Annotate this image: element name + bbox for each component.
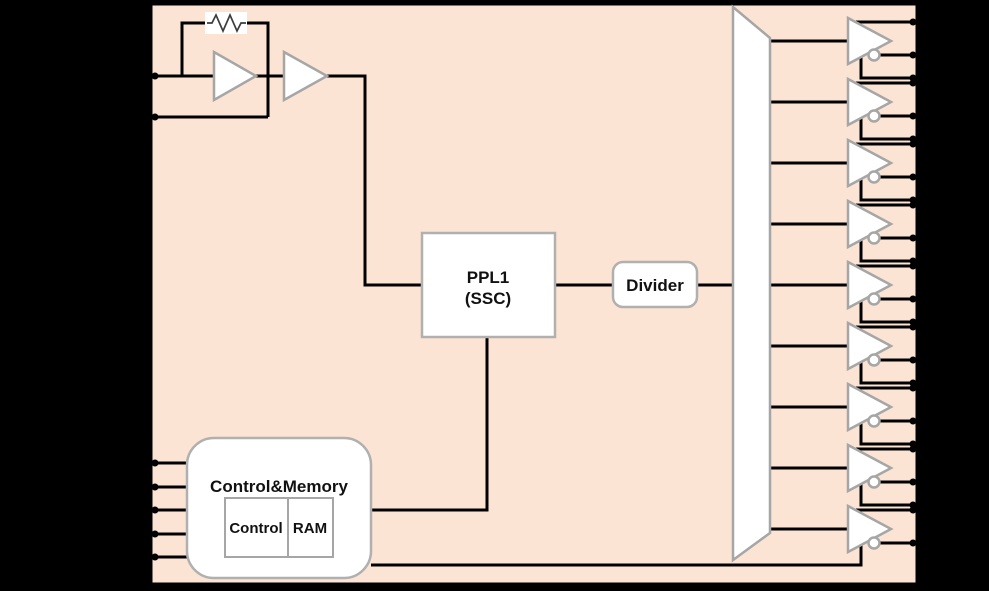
ram-label: RAM: [293, 520, 327, 537]
pin-dot: [909, 295, 917, 303]
control-memory-title: Control&Memory: [210, 477, 348, 496]
inverter-bubble-icon: [867, 536, 881, 550]
pll-box: [420, 231, 557, 339]
pin-dot: [151, 483, 159, 491]
divider-block: Divider: [611, 260, 699, 309]
feedback-to-control-wire: [371, 544, 863, 567]
inverter-bubble-icon: [867, 414, 881, 428]
buffer-out-bottom-wire: [859, 300, 913, 324]
ram-box: [287, 497, 334, 558]
pin-dot: [909, 478, 917, 486]
inverter-bubble-icon: [867, 353, 881, 367]
buffer-out-bottom-wire: [859, 239, 913, 263]
clock-fanout-trapezoid-icon: [731, 4, 772, 563]
output-buffer-8: [770, 442, 917, 509]
pin-dot: [909, 135, 917, 143]
crystal-oscillator: [151, 12, 422, 287]
control-label: Control: [229, 520, 282, 537]
buffer-out-bottom-wire: [859, 178, 913, 202]
pin-dot: [909, 356, 917, 364]
pin-dot: [909, 445, 917, 453]
pin-dot: [909, 417, 917, 425]
buffer-out-bottom-wire: [859, 483, 913, 507]
pin-dot: [909, 501, 917, 509]
pin-dot: [909, 384, 917, 392]
inverter-bubble-icon: [867, 231, 881, 245]
pin-dot: [909, 112, 917, 120]
pin-dot: [151, 506, 159, 514]
pin-dot: [909, 318, 917, 326]
feedback-resistor-icon: [207, 12, 246, 34]
inverter-bubble-icon: [867, 109, 881, 123]
output-buffer-6: [770, 320, 917, 387]
output-buffer-5: [770, 259, 917, 326]
output-buffer-1: [770, 15, 917, 82]
output-buffer-bank: [371, 15, 917, 567]
inverter-bubble-icon: [867, 292, 881, 306]
pin-dot: [909, 262, 917, 270]
inverter-bubble-icon: [867, 475, 881, 489]
control-input-stubs: [151, 459, 188, 561]
divider-label: Divider: [626, 276, 684, 295]
pin-dot: [909, 234, 917, 242]
pin-dot: [909, 506, 917, 514]
buffer-out-bottom-wire: [859, 56, 913, 80]
inverter-bubble-icon: [867, 170, 881, 184]
output-buffer-2: [770, 76, 917, 143]
pin-dot: [909, 323, 917, 331]
oscillator-amp-icon: [212, 49, 259, 103]
pll-label-line2: (SSC): [465, 289, 511, 308]
pin-dot: [909, 196, 917, 204]
control-memory-block: Control&Memory Control RAM: [185, 436, 373, 580]
pin-dot: [909, 140, 917, 148]
pin-dot: [909, 379, 917, 387]
pin-dot: [151, 113, 159, 121]
control-box: [224, 497, 289, 558]
divider-box: [611, 260, 699, 309]
pll-label-line1: PPL1: [467, 268, 510, 287]
pll-block: PPL1 (SSC): [420, 231, 557, 339]
pin-dot: [909, 79, 917, 87]
pin-dot: [909, 173, 917, 181]
pin-dot: [151, 459, 159, 467]
buffer-out-bottom-wire: [859, 422, 913, 446]
pin-dot: [151, 72, 159, 80]
pin-dot: [909, 201, 917, 209]
inverter-bubble-icon: [867, 48, 881, 62]
buffer-out-bottom-wire: [859, 117, 913, 141]
pll-to-control-wire: [371, 337, 489, 512]
pin-dot: [909, 440, 917, 448]
pin-dot: [909, 51, 917, 59]
pin-dot: [909, 257, 917, 265]
pin-dot: [151, 530, 159, 538]
pin-dot: [909, 18, 917, 26]
output-buffer-9: [371, 503, 917, 567]
output-buffer-3: [770, 137, 917, 204]
pin-dot: [909, 539, 917, 547]
input-buffer-icon: [282, 49, 330, 103]
output-buffer-7: [770, 381, 917, 448]
buffer-out-bottom-wire: [859, 361, 913, 385]
pin-dot: [909, 74, 917, 82]
oscillator-to-pll-wire: [327, 74, 422, 287]
pin-dot: [151, 553, 159, 561]
output-buffer-4: [770, 198, 917, 265]
